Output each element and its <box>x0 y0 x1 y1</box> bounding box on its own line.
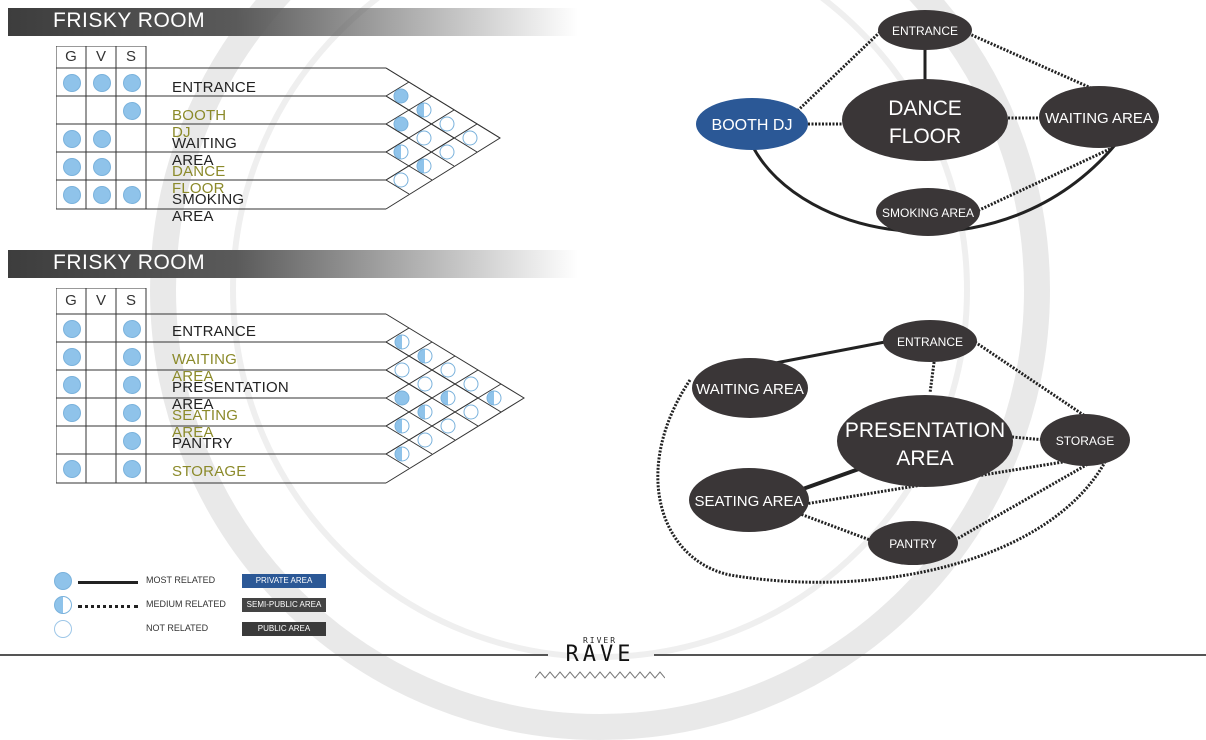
dot-g-waiting <box>63 348 81 366</box>
header-g: G <box>65 292 77 309</box>
footer-rule-right <box>654 654 1206 656</box>
link-seating-pantry <box>794 510 871 542</box>
node-waiting-area-bottom: WAITING AREA <box>692 358 808 418</box>
dot-s-storage <box>123 460 141 478</box>
dot-s-waiting <box>123 348 141 366</box>
row-label-smoking-area: SMOKING AREA <box>172 191 245 225</box>
header-v: V <box>95 48 106 65</box>
legend-private-area: PRIVATE AREA <box>242 574 326 588</box>
dot-v-entrance <box>93 74 111 92</box>
svg-text:BOOTH DJ: BOOTH DJ <box>712 117 793 134</box>
dot-g-dance <box>63 158 81 176</box>
section-title-bottom: FRISKY ROOM <box>53 251 206 274</box>
row-label-entrance: ENTRANCE <box>172 79 257 96</box>
svg-text:ENTRANCE: ENTRANCE <box>897 335 963 349</box>
matrix-grid-top <box>56 46 501 210</box>
legend-not-related: NOT RELATED <box>146 623 209 633</box>
section-header-bottom: FRISKY ROOM <box>8 250 578 278</box>
link-pantry-storage <box>954 458 1096 542</box>
legend-row-most: MOST RELATED PRIVATE AREA <box>54 572 354 592</box>
section-header-top: FRISKY ROOM <box>8 8 578 36</box>
footer-rule-left <box>0 654 548 656</box>
svg-text:PANTRY: PANTRY <box>889 537 937 551</box>
dot-s-presentation <box>123 376 141 394</box>
header-s: S <box>125 292 136 309</box>
row-label-storage: STORAGE <box>172 463 247 480</box>
half-circle-icon <box>54 596 72 614</box>
node-dance-floor: DANCE FLOOR <box>842 79 1008 161</box>
dot-g-smoking <box>63 186 81 204</box>
row-label-waiting-area: WAITING AREA <box>172 351 238 385</box>
svg-text:ENTRANCE: ENTRANCE <box>892 24 958 38</box>
matrix-grid-bottom <box>56 288 525 484</box>
dotted-line-icon <box>78 605 138 608</box>
row-label-booth-dj: BOOTH DJ <box>172 107 227 141</box>
header-v: V <box>95 292 106 309</box>
row-label-waiting-area: WAITING AREA <box>172 135 238 169</box>
link-waiting-storage-loop <box>656 379 1107 584</box>
node-booth-dj: BOOTH DJ <box>696 98 808 150</box>
river-rave-logo: RIVER RAVE <box>535 636 665 679</box>
legend-medium-related: MEDIUM RELATED <box>146 599 226 609</box>
link-smoking-waiting <box>974 146 1113 214</box>
header-s: S <box>125 48 136 65</box>
dot-v-waiting <box>93 130 111 148</box>
empty-circle-icon <box>54 620 72 638</box>
link-entrance-storage <box>974 340 1089 420</box>
svg-text:FLOOR: FLOOR <box>889 125 961 148</box>
row-label-dance-floor: DANCE FLOOR <box>172 163 226 197</box>
node-presentation-area: PRESENTATION AREA <box>837 395 1013 487</box>
zigzag-ornament <box>535 671 665 679</box>
dot-g-presentation <box>63 376 81 394</box>
svg-text:DANCE: DANCE <box>888 97 962 120</box>
solid-line-icon <box>78 581 138 584</box>
node-entrance-top: ENTRANCE <box>878 10 972 50</box>
dot-g-storage <box>63 460 81 478</box>
section-title-top: FRISKY ROOM <box>53 9 206 32</box>
row-label-pantry: PANTRY <box>172 435 233 452</box>
dot-s-smoking <box>123 186 141 204</box>
svg-text:WAITING AREA: WAITING AREA <box>1045 110 1153 127</box>
dot-g-seating <box>63 404 81 422</box>
node-storage: STORAGE <box>1040 414 1130 466</box>
node-pantry: PANTRY <box>868 521 958 565</box>
legend-row-not: NOT RELATED PUBLIC AREA <box>54 620 354 640</box>
row-label-seating-area: SEATING AREA <box>172 407 239 441</box>
link-entrance-waiting <box>964 30 1101 94</box>
dot-s-entrance <box>123 320 141 338</box>
dot-s-entrance <box>123 74 141 92</box>
link-waiting-entrance <box>764 340 886 367</box>
dot-g-waiting <box>63 130 81 148</box>
dot-s-booth-dj <box>123 102 141 120</box>
legend-public-area: PUBLIC AREA <box>242 622 326 636</box>
legend-row-medium: MEDIUM RELATED SEMI-PUBLIC AREA <box>54 596 354 616</box>
node-waiting-area-top: WAITING AREA <box>1039 86 1159 148</box>
header-g: G <box>65 48 77 65</box>
dot-v-smoking <box>93 186 111 204</box>
bubble-diagrams: ENTRANCE BOOTH DJ DANCE FLOOR WAITING AR… <box>656 10 1159 584</box>
link-entrance-presentation <box>928 354 937 394</box>
svg-text:SEATING AREA: SEATING AREA <box>695 493 804 510</box>
dot-s-pantry <box>123 432 141 450</box>
dot-s-seating <box>123 404 141 422</box>
svg-text:PRESENTATION: PRESENTATION <box>845 419 1005 442</box>
svg-text:STORAGE: STORAGE <box>1056 434 1114 448</box>
full-circle-icon <box>54 572 72 590</box>
svg-text:WAITING AREA: WAITING AREA <box>696 381 804 398</box>
svg-text:AREA: AREA <box>896 447 953 470</box>
legend-most-related: MOST RELATED <box>146 575 216 585</box>
dot-v-dance <box>93 158 111 176</box>
svg-text:SMOKING AREA: SMOKING AREA <box>882 206 974 220</box>
logo-rave: RAVE <box>565 642 635 667</box>
node-seating-area: SEATING AREA <box>689 468 809 532</box>
row-label-entrance: ENTRANCE <box>172 323 257 340</box>
dot-g-entrance <box>63 320 81 338</box>
row-label-presentation-area: PRESENTATION AREA <box>172 379 289 413</box>
dot-g-entrance <box>63 74 81 92</box>
node-entrance-bottom: ENTRANCE <box>883 320 977 362</box>
legend-semi-public-area: SEMI-PUBLIC AREA <box>242 598 326 612</box>
logo-river: RIVER <box>582 636 618 645</box>
node-smoking-area: SMOKING AREA <box>876 188 980 236</box>
